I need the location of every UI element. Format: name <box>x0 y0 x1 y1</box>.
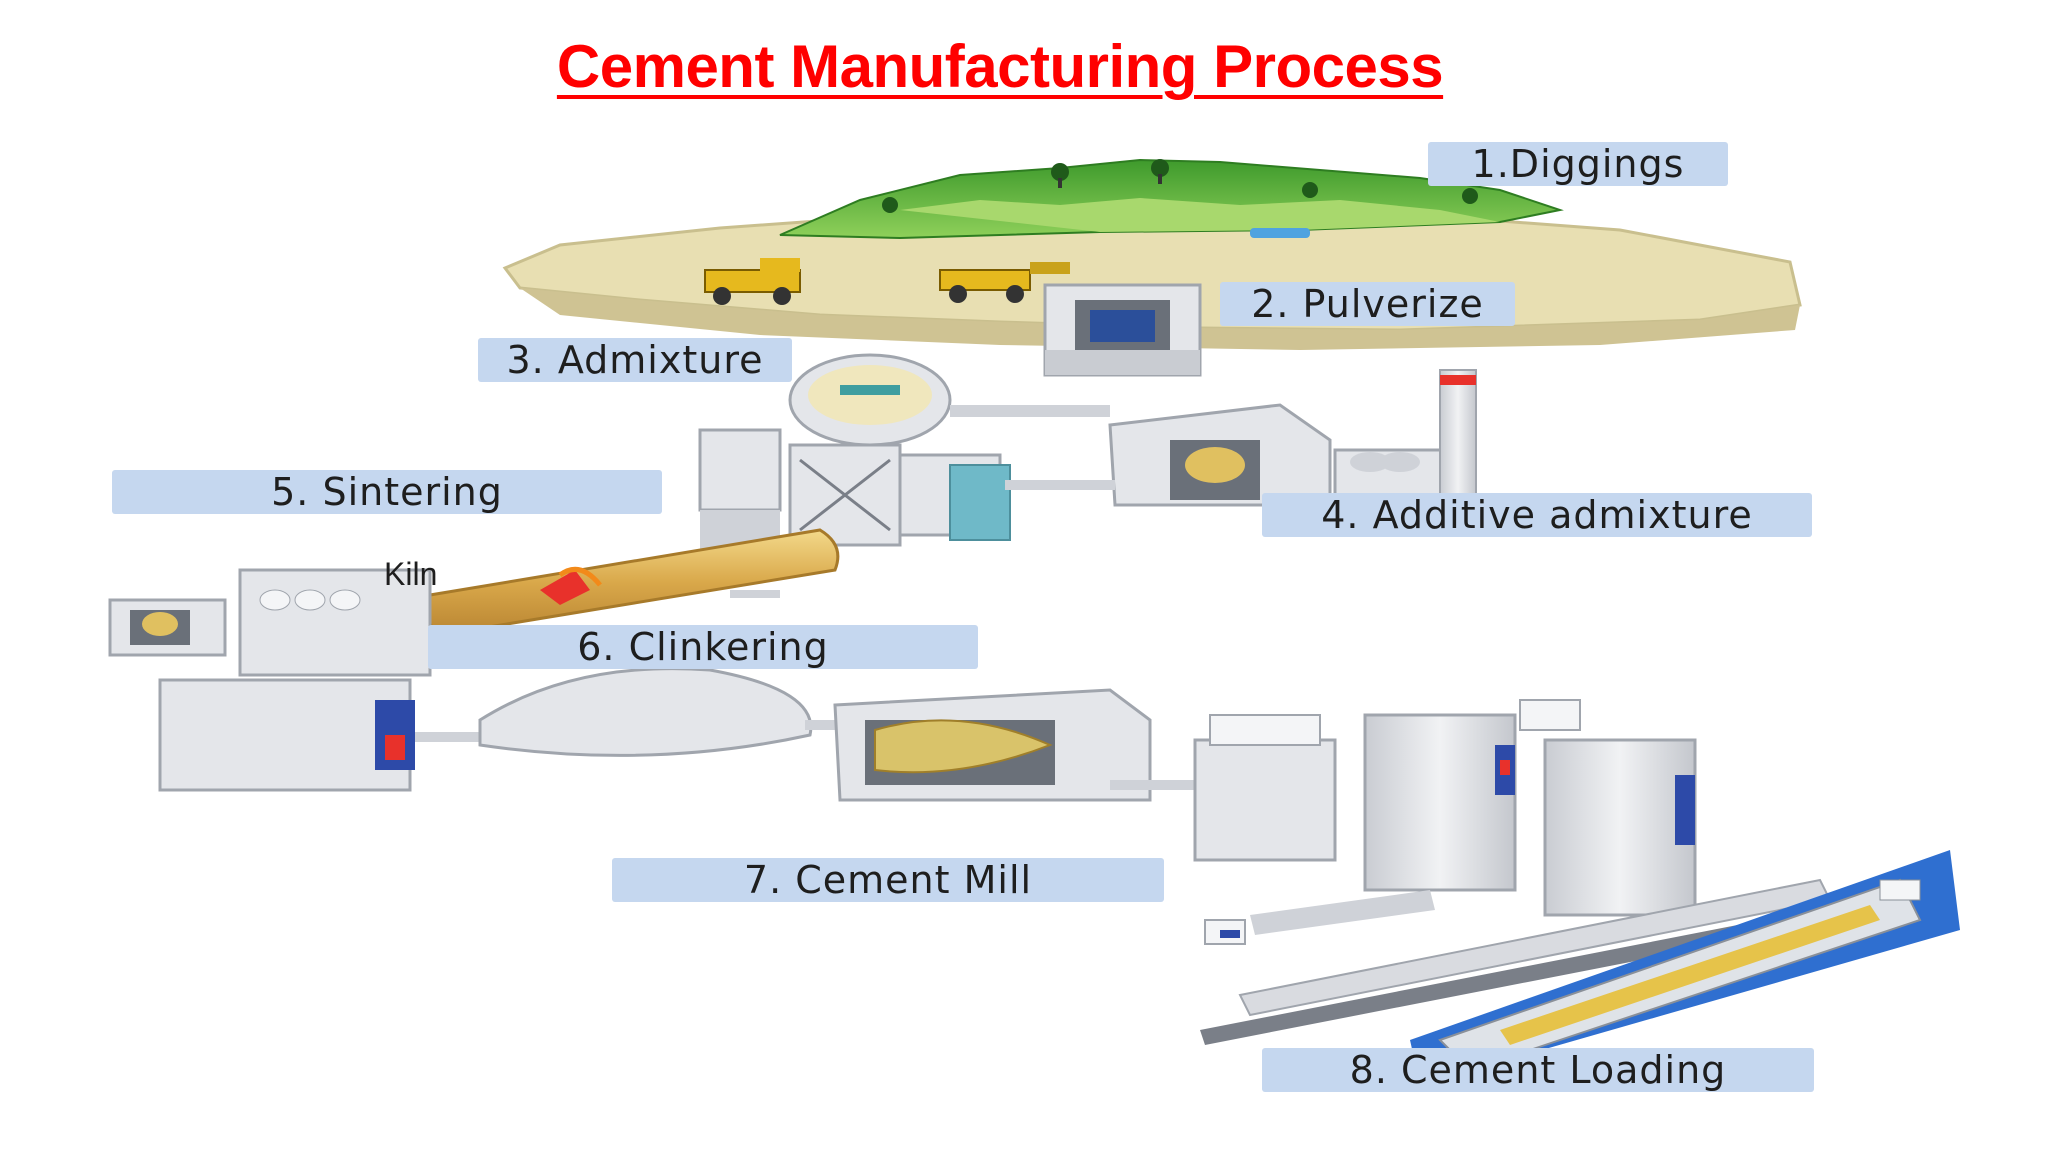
cement-mill-illustration <box>833 688 1200 802</box>
step-label-pulverize: 2. Pulverize <box>1220 282 1515 326</box>
pulverizer-machine-illustration <box>1043 283 1202 377</box>
clinker-storage-illustration <box>158 667 840 792</box>
loader-truck-icon <box>939 262 1070 303</box>
cement-silos-illustration <box>1193 699 1697 917</box>
step-label-cement-mill: 7. Cement Mill <box>612 858 1164 902</box>
step-label-additive-admixture: 4. Additive admixture <box>1262 493 1812 537</box>
step-label-diggings: 1.Diggings <box>1428 142 1728 186</box>
admixture-dome-illustration <box>788 353 1110 447</box>
sintering-cooler-illustration <box>108 568 432 677</box>
dump-truck-icon <box>704 258 801 305</box>
step-label-cement-loading: 8. Cement Loading <box>1262 1048 1814 1092</box>
step-label-clinkering: 6. Clinkering <box>428 625 978 669</box>
step-label-admixture: 3. Admixture <box>478 338 792 382</box>
cement-transport-illustration <box>1200 850 1960 1085</box>
page-title: Cement Manufacturing Process <box>556 33 1444 100</box>
kiln-label: Kiln <box>384 556 438 592</box>
preheater-tower-illustration <box>698 428 1115 555</box>
rotary-kiln-illustration <box>425 528 840 637</box>
step-label-sintering: 5. Sintering <box>112 470 662 514</box>
additive-admixture-plant-illustration <box>1108 369 1477 507</box>
